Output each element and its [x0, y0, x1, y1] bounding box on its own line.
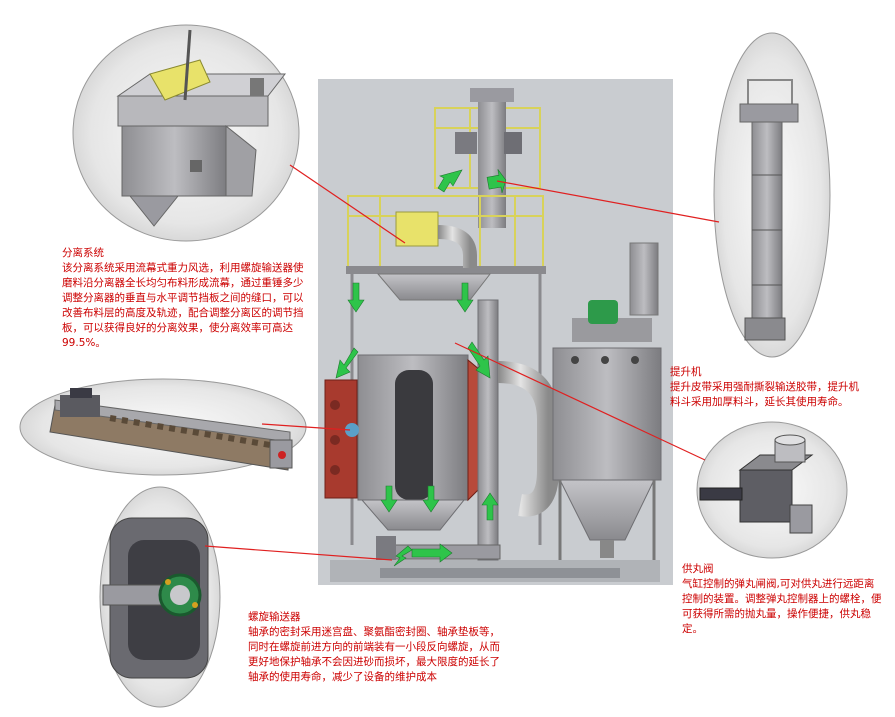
feed-valve-zoom-oval — [696, 421, 848, 559]
duct-pipe — [497, 361, 559, 517]
feed-valve-callout-text: 气缸控制的弹丸闸阀,可对供丸进行远距离控制的装置。调整弹丸控制器上的螺栓，便可获… — [682, 578, 882, 635]
blast-chamber — [324, 354, 499, 531]
flow-arrow — [456, 282, 474, 313]
flow-arrow — [411, 543, 453, 563]
leader-lines — [204, 164, 720, 561]
feed-valve-callout: 供丸阀 气缸控制的弹丸闸阀,可对供丸进行远距离控制的装置。调整弹丸控制器上的螺栓… — [682, 562, 882, 637]
flow-arrow — [481, 492, 499, 521]
elevator-callout-text: 提升皮带采用强耐撕裂输送胶带，提升机料斗采用加厚料斗，延长其使用寿命。 — [670, 381, 859, 408]
screw-conveyor-callout-text: 轴承的密封采用迷宫盘、聚氨酯密封圈、轴承垫板等，同时在螺旋前进方向的前端装有一小… — [248, 626, 500, 683]
leader-line-feed-valve — [454, 342, 706, 461]
fan-motor — [588, 300, 618, 324]
bearing-seal-zoom-oval — [99, 486, 221, 708]
flow-arrow — [393, 545, 413, 567]
flow-arrow — [437, 169, 463, 193]
elevator-zoom-oval — [713, 32, 831, 358]
feed-valve-callout-title: 供丸阀 — [682, 563, 714, 575]
leader-line-screw — [261, 423, 351, 431]
separator-callout-title: 分离系统 — [62, 247, 104, 259]
flow-arrow — [335, 347, 359, 379]
elevator-callout: 提升机 提升皮带采用强耐撕裂输送胶带，提升机料斗采用加厚料斗，延长其使用寿命。 — [670, 365, 865, 410]
flow-arrow — [486, 169, 507, 194]
screw-conveyor-callout: 螺旋输送器 轴承的密封采用迷宫盘、聚氨酯密封圈、轴承垫板等，同时在螺旋前进方向的… — [248, 610, 508, 685]
central-machine-view — [318, 79, 673, 585]
separator-callout: 分离系统 该分离系统采用流幕式重力风选，利用螺旋输送器使磨料沿分离器全长均匀布料… — [62, 246, 307, 351]
leader-line-separator — [289, 164, 406, 244]
screw-conveyor-zoom-oval — [19, 378, 307, 476]
dust-collector — [552, 242, 662, 560]
leader-line-bearing — [204, 545, 393, 561]
separator-callout-text: 该分离系统采用流幕式重力风选，利用螺旋输送器使磨料沿分离器全长均匀布料形成流幕，… — [62, 262, 304, 349]
flow-arrow — [380, 485, 398, 513]
mid-railing — [347, 195, 544, 269]
elevator-callout-title: 提升机 — [670, 366, 702, 378]
leader-line-elevator — [496, 180, 720, 223]
flow-arrows — [335, 169, 507, 567]
flow-arrow — [347, 282, 365, 313]
flow-arrow — [422, 485, 440, 513]
separator-zoom-oval — [72, 24, 300, 242]
screw-conveyor-callout-title: 螺旋输送器 — [248, 611, 301, 623]
elevator-column — [478, 88, 506, 228]
